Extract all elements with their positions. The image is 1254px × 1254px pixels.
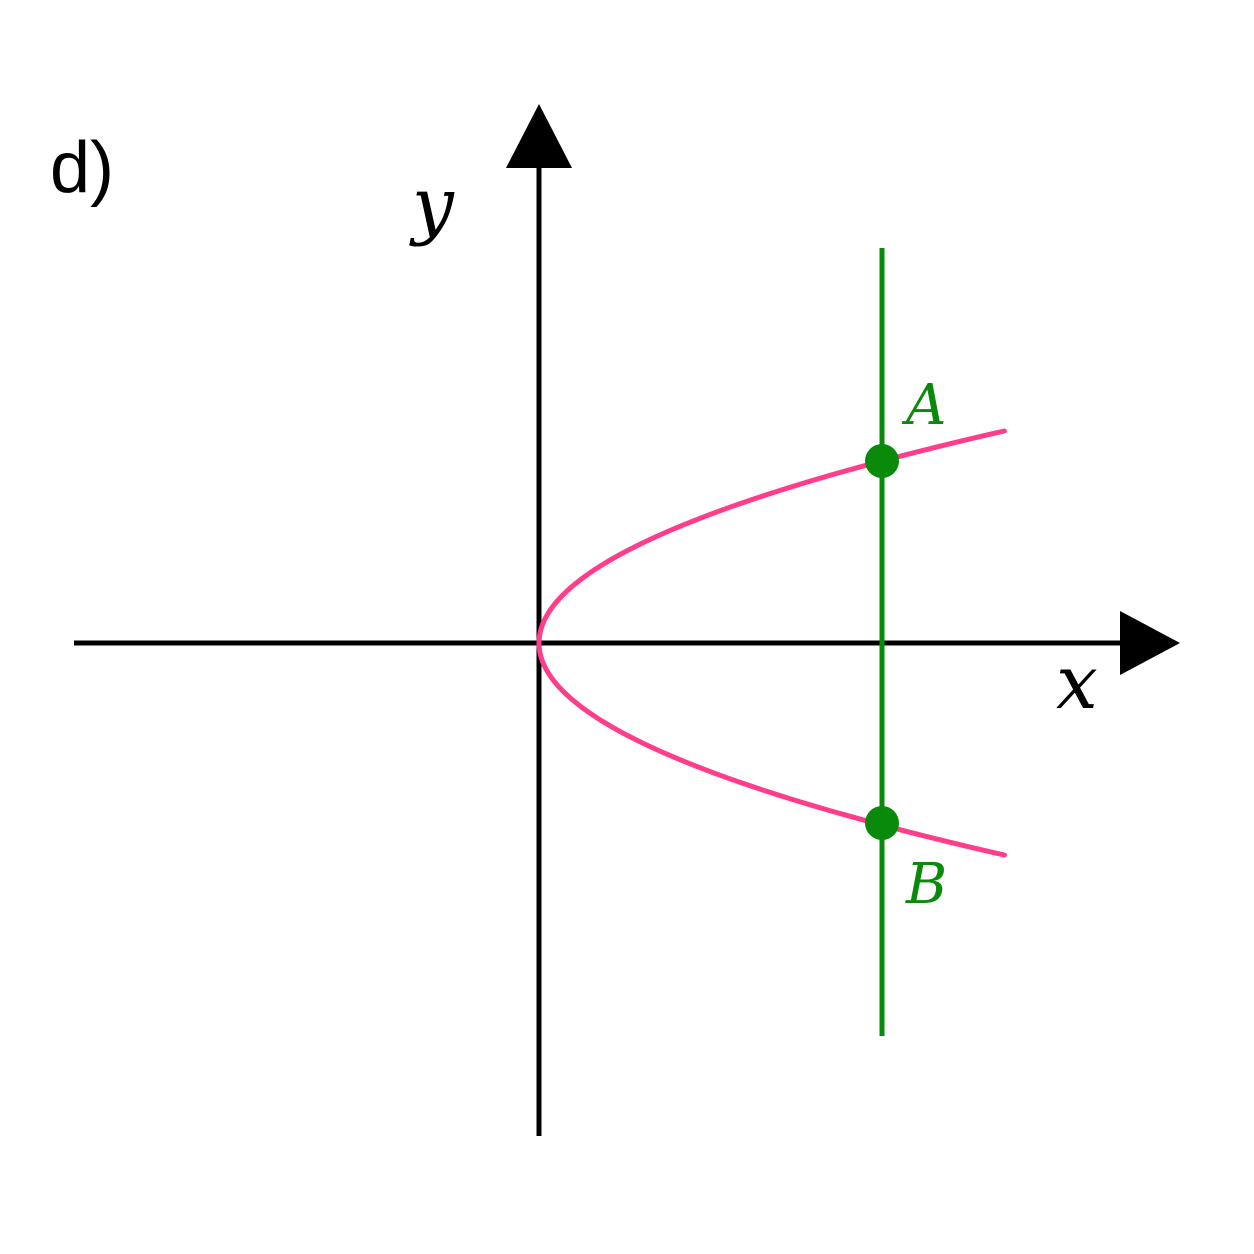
parabola-curve	[536, 428, 1007, 858]
point-b-label: B	[905, 852, 947, 917]
point-a	[865, 444, 899, 478]
y-axis-label: y	[409, 162, 455, 248]
panel-label: d)	[50, 128, 114, 208]
x-axis-label: x	[1056, 640, 1098, 726]
y-axis-arrowhead	[506, 104, 572, 168]
point-b	[865, 806, 899, 840]
x-axis-arrowhead	[1120, 611, 1180, 675]
point-a-label: A	[901, 373, 946, 438]
